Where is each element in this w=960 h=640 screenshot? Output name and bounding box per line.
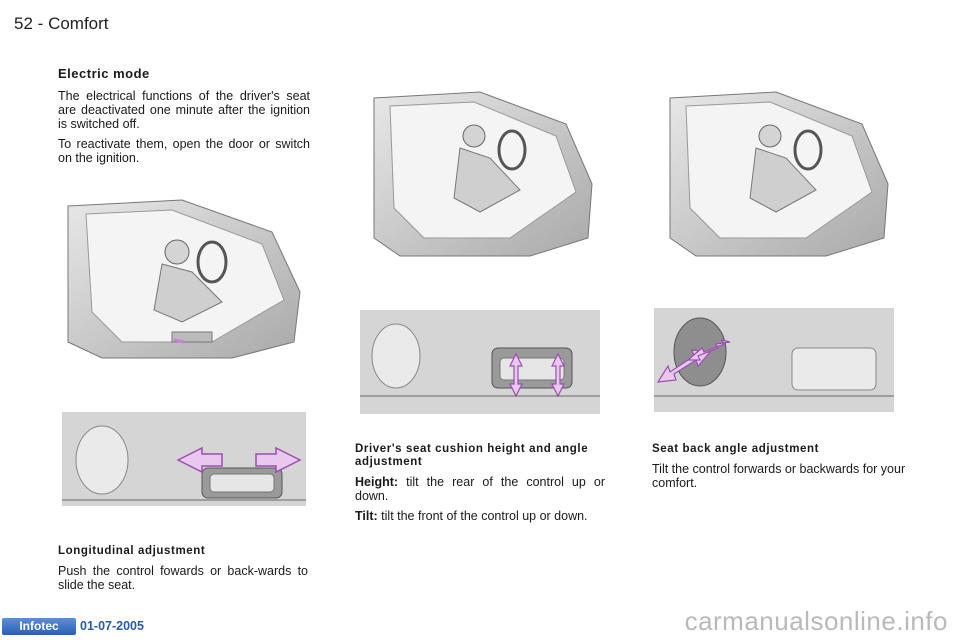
page-number: 52: [14, 14, 33, 33]
cushion-height-text: tilt the rear of the control up or down.: [355, 475, 605, 503]
seatback-title: Seat back angle adjustment: [652, 443, 820, 455]
longitudinal-title: Longitudinal adjustment: [58, 545, 206, 557]
cushion-tilt-text: tilt the front of the control up or down…: [377, 509, 588, 523]
cushion-section: Driver's seat cushion height and angle a…: [355, 443, 605, 529]
seat-control-diagram-right: [654, 308, 894, 412]
page-header: 52 - Comfort: [14, 14, 109, 34]
seatback-text: Tilt the control forwards or backwards f…: [652, 462, 906, 490]
seatback-section: Seat back angle adjustment Tilt the cont…: [652, 443, 908, 496]
car-seat-illustration-middle: [370, 88, 598, 260]
longitudinal-text: Push the control fowards or back-wards t…: [58, 564, 308, 592]
electric-mode-paragraph-2: To reactivate them, open the door or swi…: [58, 137, 310, 165]
electric-mode-paragraph-1: The electrical functions of the driver's…: [58, 89, 310, 131]
cushion-tilt-paragraph: Tilt: tilt the front of the control up o…: [355, 509, 605, 523]
chapter-title: Comfort: [48, 14, 109, 33]
cushion-height-label: Height:: [355, 475, 399, 489]
seat-control-diagram-middle: [360, 310, 600, 414]
watermark: carmanualsonline.info: [684, 606, 948, 636]
footer-date: 01-07-2005: [80, 619, 144, 633]
car-seat-illustration-left: [62, 192, 310, 362]
header-separator: -: [37, 14, 44, 33]
electric-mode-title: Electric mode: [58, 66, 150, 81]
seat-control-diagram-left: [62, 412, 306, 506]
car-seat-illustration-right: [666, 88, 894, 260]
infotec-logo: Infotec: [2, 618, 76, 635]
cushion-tilt-label: Tilt:: [355, 509, 378, 523]
electric-mode-section: Electric mode The electrical functions o…: [58, 66, 310, 171]
cushion-title: Driver's seat cushion height and angle a…: [355, 443, 589, 468]
longitudinal-section: Longitudinal adjustment Push the control…: [58, 545, 308, 598]
cushion-height-paragraph: Height: tilt the rear of the control up …: [355, 475, 605, 503]
